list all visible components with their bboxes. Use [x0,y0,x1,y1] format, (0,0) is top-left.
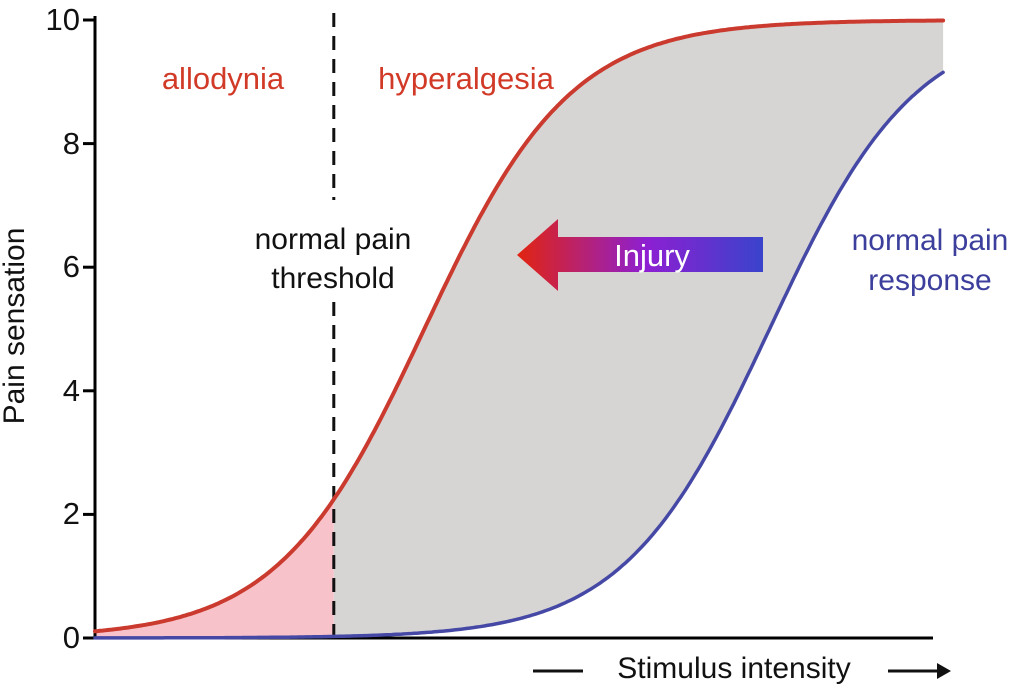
response-label-line1: normal pain [851,224,1009,257]
injured-response-curve [93,18,946,634]
y-tick-label-0: 0 [62,620,80,655]
y-tick-label-8: 8 [62,125,80,161]
y-tick-label-6: 6 [62,249,80,285]
y-tick-label-10: 10 [45,2,80,37]
injury-arrow-label: Injury [614,238,690,273]
allodynia-region [95,499,334,638]
injury-shift-arrow-icon [517,219,763,291]
response-label-line2: response [868,264,992,297]
x-axis-title: Stimulus intensity [617,652,851,685]
y-tick-label-4: 4 [62,372,80,408]
y-tick-label-2: 2 [62,496,80,532]
y-axis-title: Pain sensation [0,227,31,425]
normal-pain-threshold-label: normal pain threshold [213,220,453,298]
hyperalgesia-label: hyperalgesia [378,61,554,96]
threshold-label-line1: normal pain [254,223,412,256]
normal-response-curve [93,70,945,640]
x-label-arrow-head-icon [937,663,951,679]
threshold-label-line2: threshold [271,262,395,295]
hyperalgesia-region [333,20,944,637]
normal-pain-response-label: normal pain response [820,221,1024,301]
allodynia-label: allodynia [161,61,285,96]
